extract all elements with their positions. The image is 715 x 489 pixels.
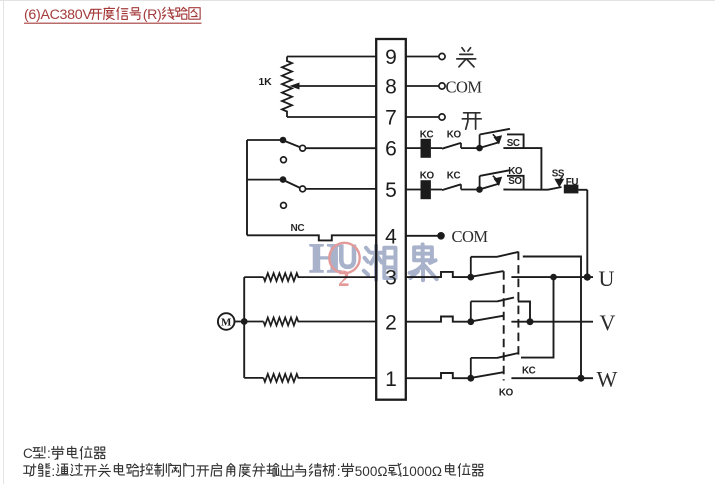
svg-text:SS: SS xyxy=(552,169,565,180)
svg-text:COM: COM xyxy=(452,227,489,246)
svg-text:KC: KC xyxy=(420,129,434,140)
svg-text:M: M xyxy=(221,317,232,329)
svg-text:1K: 1K xyxy=(259,76,273,88)
svg-text:KO: KO xyxy=(499,387,514,398)
svg-text:NC: NC xyxy=(291,223,305,234)
svg-text:500Ω: 500Ω xyxy=(355,464,388,479)
svg-text:2: 2 xyxy=(338,266,350,291)
svg-text:6: 6 xyxy=(385,138,397,161)
svg-text:5: 5 xyxy=(385,179,397,202)
svg-text::: : xyxy=(51,464,55,479)
svg-text:C: C xyxy=(23,446,33,461)
svg-text:1000Ω: 1000Ω xyxy=(402,464,442,479)
svg-text:U: U xyxy=(599,266,615,291)
svg-text::: : xyxy=(337,464,341,479)
svg-text:8: 8 xyxy=(385,76,397,99)
svg-text:H: H xyxy=(309,237,342,283)
svg-text:SO: SO xyxy=(508,176,522,187)
svg-text:(6)AC380V: (6)AC380V xyxy=(24,7,92,23)
svg-text:7: 7 xyxy=(385,107,397,130)
svg-text:1: 1 xyxy=(385,368,397,391)
svg-text:2: 2 xyxy=(385,311,397,334)
svg-text:4: 4 xyxy=(385,225,397,248)
svg-text:KO: KO xyxy=(447,129,462,140)
svg-text:KO: KO xyxy=(420,171,435,182)
svg-text:3: 3 xyxy=(385,267,397,290)
svg-text:COM: COM xyxy=(446,78,483,97)
svg-text:W: W xyxy=(597,367,618,392)
svg-text::: : xyxy=(47,446,51,461)
svg-text:9: 9 xyxy=(385,46,397,69)
svg-text:V: V xyxy=(600,310,616,335)
svg-text:KC: KC xyxy=(447,171,461,182)
svg-text:(R): (R) xyxy=(143,7,162,23)
svg-text:KC: KC xyxy=(522,366,536,377)
